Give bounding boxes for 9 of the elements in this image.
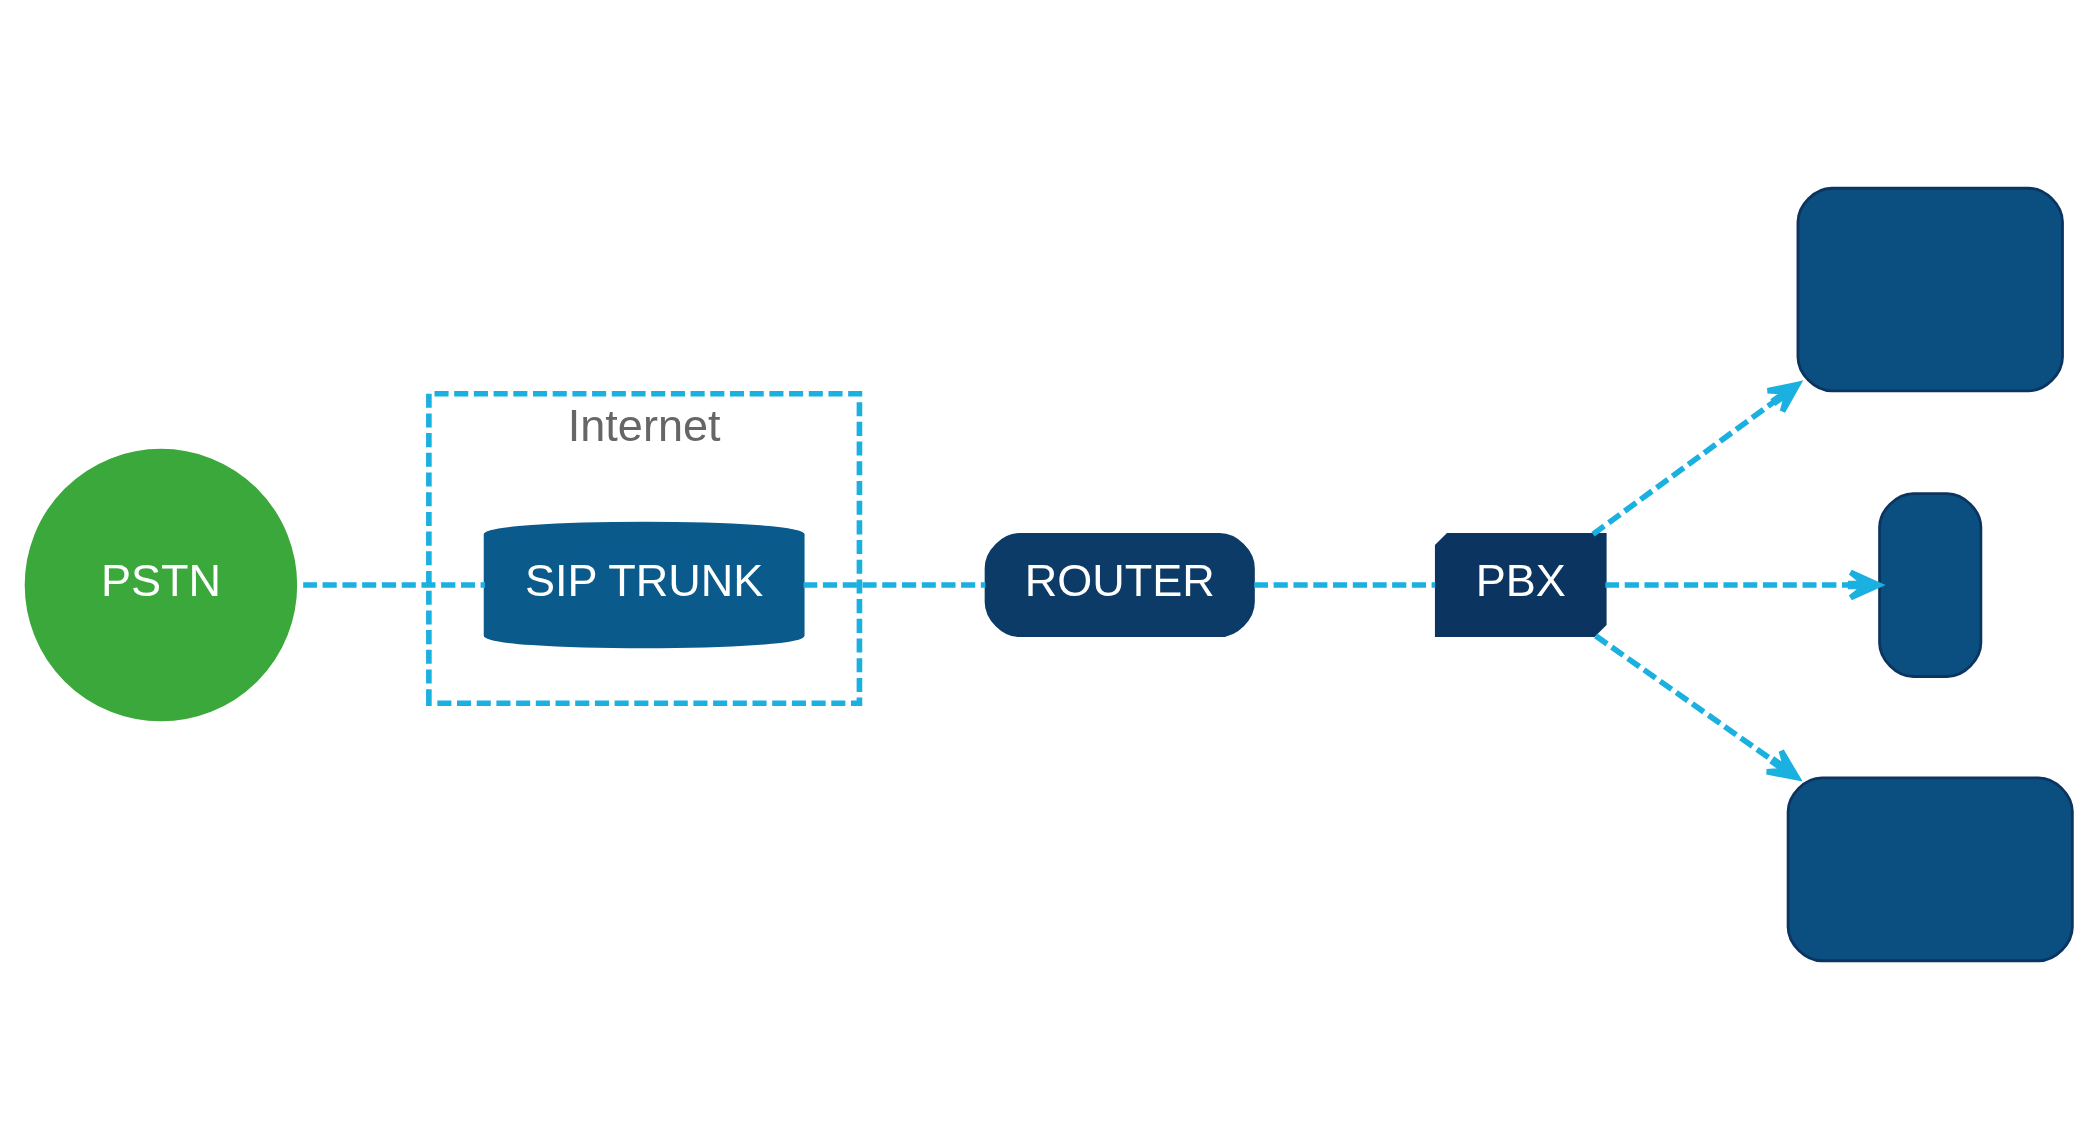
arrow (1591, 381, 1801, 537)
node-monitor (1786, 775, 2074, 962)
connector (803, 581, 986, 588)
connector (303, 581, 485, 588)
node-box: ROUTER (984, 532, 1255, 637)
arrow (1594, 633, 1800, 780)
node-telephone (1796, 186, 2064, 392)
connector (1254, 581, 1436, 588)
node-smartphone (1878, 491, 1983, 678)
